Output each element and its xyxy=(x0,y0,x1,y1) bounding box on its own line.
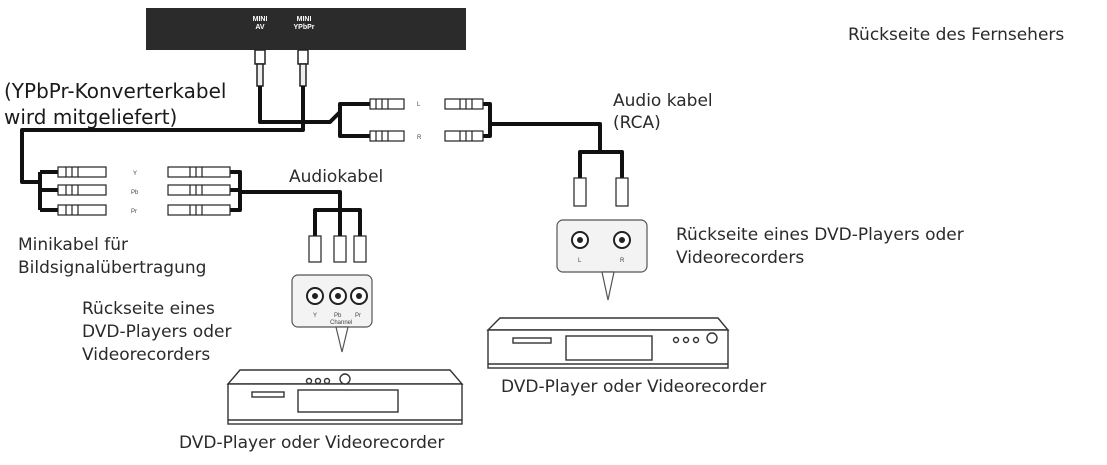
audio-label-r: R xyxy=(417,135,422,141)
right-dvd-player xyxy=(486,317,730,369)
right-rca-plugs xyxy=(573,177,629,207)
tv-plug-mini-av xyxy=(254,49,266,87)
panel-right-label-r: R xyxy=(620,258,625,264)
left-input-panel xyxy=(291,274,373,353)
cable-lines xyxy=(20,86,624,238)
tv-rear-panel xyxy=(146,8,466,50)
panel-right-label-l: L xyxy=(578,258,582,264)
rear-dvd-left-label: Rückseite eines DVD-Players oder Videore… xyxy=(82,299,232,365)
audio-cable-rca-label: Audio kabel (RCA) xyxy=(613,91,713,133)
left-rca-plugs xyxy=(308,235,367,263)
audio-cable-label: Audiokabel xyxy=(289,167,384,187)
dvd-player-right-label: DVD-Player oder Videorecorder xyxy=(501,377,767,397)
panel-left-label-y: Y xyxy=(313,313,317,319)
panel-left-caption: Channel xyxy=(330,320,352,326)
ypbpr-label-y: Y xyxy=(133,171,137,177)
audio-splitter-plugs xyxy=(369,98,484,142)
tv-port-mini-av-line2: AV xyxy=(255,24,265,31)
dvd-player-left-label: DVD-Player oder Videorecorder xyxy=(179,433,445,453)
tv-port-label-mini-ypbpr: MINI YPbPr xyxy=(288,16,320,32)
converter-cable-label: (YPbPr-Konverterkabel wird mitgeliefert) xyxy=(4,79,227,129)
ypbpr-splitter-plugs xyxy=(57,166,231,216)
rear-dvd-right-label: Rückseite eines DVD-Players oder Videore… xyxy=(676,225,964,268)
tv-port-label-mini-av: MINI AV xyxy=(247,16,273,32)
tv-rear-caption: Rückseite des Fernsehers xyxy=(848,25,1065,45)
tv-port-mini-ypbpr-line1: MINI xyxy=(296,16,312,23)
mini-cable-label: Minikabel für Bildsignalübertragung xyxy=(18,235,207,278)
panel-left-label-pb: Pb xyxy=(334,313,342,319)
panel-left-label-pr: Pr xyxy=(355,313,361,319)
audio-label-l: L xyxy=(417,102,421,108)
right-input-panel xyxy=(556,219,648,301)
tv-plug-mini-ypbpr xyxy=(297,49,309,87)
ypbpr-label-pr: Pr xyxy=(131,209,137,215)
tv-port-mini-av-line1: MINI xyxy=(252,16,268,23)
ypbpr-label-pb: Pb xyxy=(131,190,139,196)
left-dvd-player xyxy=(226,369,464,425)
tv-port-mini-ypbpr-line2: YPbPr xyxy=(293,24,315,31)
